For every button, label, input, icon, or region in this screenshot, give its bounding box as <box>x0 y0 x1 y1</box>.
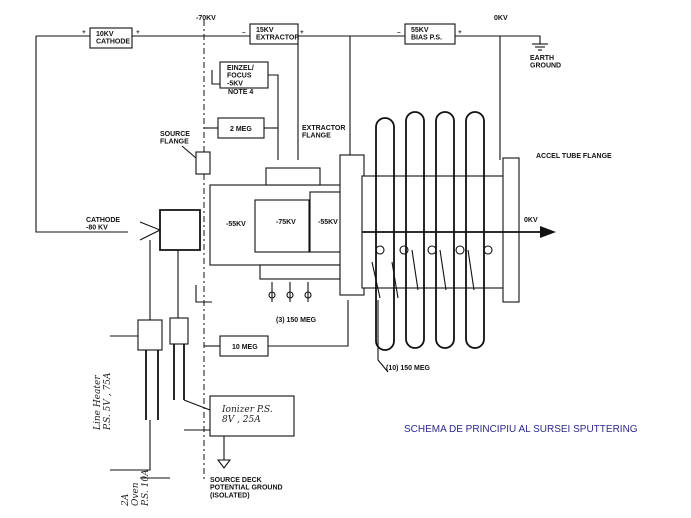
accel-tube-rings <box>375 111 485 351</box>
line-heater-label: Line HeaterP.S. 5V , 75A <box>93 372 113 431</box>
cathode-return-wire <box>35 36 128 233</box>
svg-text:+: + <box>136 29 140 36</box>
cathode-80kv-label: CATHODE-80 KV <box>86 217 120 232</box>
svg-text:+: + <box>82 29 86 36</box>
bias-supply-box <box>404 23 456 45</box>
cathode-supply-box <box>89 27 133 49</box>
minus55kv-right-label: -55KV <box>318 219 338 226</box>
upper-insulator <box>265 167 321 186</box>
earth-ground-symbol <box>532 43 548 51</box>
line-heater-feedthrough <box>137 319 163 351</box>
title-caption: SCHEMA DE PRINCIPIU AL SURSEI SPUTTERING <box>404 424 638 435</box>
resistor-2meg-label: 2 MEG <box>230 126 252 133</box>
wire-bias-to-ground <box>455 35 541 44</box>
extractor-flange <box>339 154 365 296</box>
minus70kv-label: -70KV <box>196 15 216 22</box>
svg-text:+: + <box>300 29 304 36</box>
svg-text:–: – <box>397 29 401 36</box>
resistor-3x150-label: (3) 150 MEG <box>276 317 317 324</box>
source-flange <box>195 151 211 175</box>
ionizer-ps-box <box>209 395 295 437</box>
out-0kv-label: 0KV <box>524 217 538 224</box>
accel-tube-flange <box>502 157 520 303</box>
extractor-supply-box <box>249 23 299 45</box>
cathode-cone <box>159 209 201 251</box>
lower-insulator <box>259 264 341 280</box>
ionizer-tube <box>173 344 185 400</box>
deck-ground-symbol <box>216 459 232 469</box>
top-0kv-label: 0KV <box>494 15 508 22</box>
accel-tube-flange-label: ACCEL TUBE FLANGE <box>536 153 612 160</box>
resistor-10x150-label: (10) 150 MEG <box>386 365 431 372</box>
heater-tube <box>145 350 159 420</box>
svg-text:–: – <box>242 29 246 36</box>
resistor-chain-150meg <box>371 245 493 299</box>
svg-text:+: + <box>458 29 462 36</box>
minus75kv-label: -75KV <box>276 219 296 226</box>
minus55kv-left-label: -55KV <box>226 221 246 228</box>
resistor-10meg-label: 10 MEG <box>232 344 258 351</box>
einzel-focus-label: EINZEL/FOCUS-5KV <box>227 65 254 87</box>
ionizer-feedthrough <box>169 317 189 345</box>
resistor-3x150meg <box>268 282 312 302</box>
note4-label: NOTE 4 <box>228 89 253 96</box>
cathode-tip <box>139 221 162 241</box>
wire-einzel-right <box>268 74 279 160</box>
ionizer-ps-label: Ionizer P.S.8V , 25A <box>221 405 273 425</box>
wire-einzel-left <box>211 70 220 85</box>
beam-arrow-icon <box>540 226 556 238</box>
oven-label: 2AOvenP.S. 10A <box>121 469 151 507</box>
extractor-electrode <box>254 199 310 253</box>
